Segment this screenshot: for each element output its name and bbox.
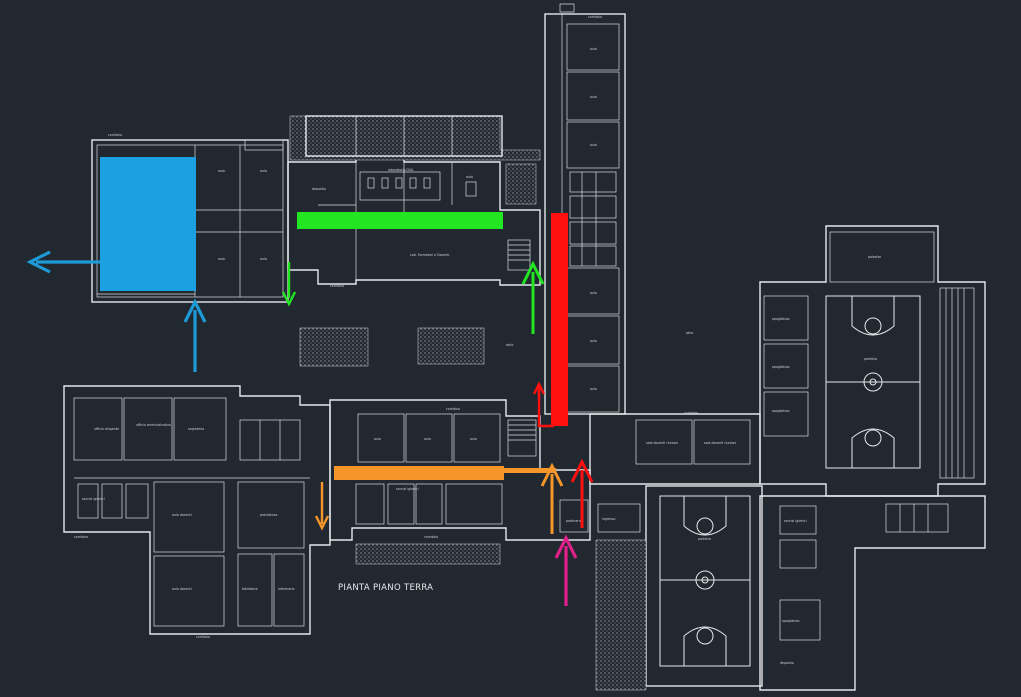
room-label: servizi igienici bbox=[82, 497, 105, 501]
red-connector bbox=[537, 388, 554, 428]
room-label: aula bbox=[470, 437, 477, 441]
room-label: aula docenti bbox=[172, 513, 192, 517]
area-label: atrio bbox=[686, 331, 693, 335]
room-label: corridoio bbox=[588, 15, 602, 19]
room-label: sala docenti riunioni bbox=[704, 441, 736, 445]
blue-arrow-up bbox=[183, 298, 207, 372]
room-label: corridoio bbox=[424, 535, 438, 539]
room-label: Lab. Formatori e Docenti bbox=[410, 253, 450, 257]
room-label: aula bbox=[590, 95, 597, 99]
room-label: aula bbox=[260, 169, 267, 173]
room-label: servizi igienici bbox=[396, 487, 419, 491]
room-label: aula bbox=[218, 169, 225, 173]
room-label: corridoio bbox=[446, 407, 460, 411]
room-label: corridoio bbox=[684, 411, 698, 415]
plan-title: PIANTA PIANO TERRA bbox=[338, 583, 433, 593]
room-label: aula bbox=[590, 143, 597, 147]
orange-arrow-down bbox=[314, 482, 330, 531]
room-label: aula bbox=[590, 291, 597, 295]
room-label: palestra bbox=[868, 255, 881, 259]
south-gym: palestra bbox=[645, 485, 763, 687]
room-label: aula bbox=[590, 339, 597, 343]
south-central-wing: aula aula aula corridoio portineria serv… bbox=[329, 399, 591, 541]
room-label: deposito bbox=[780, 661, 794, 665]
room-label: spogliatoio bbox=[782, 619, 799, 623]
room-label: aula bbox=[590, 387, 597, 391]
connecting-wing: sala docenti riunioni sala docenti riuni… bbox=[589, 411, 761, 533]
blue-arrow-left bbox=[26, 250, 100, 274]
room-label: corridoio bbox=[330, 284, 344, 288]
room-label: ingresso bbox=[602, 517, 615, 521]
room-label: aula bbox=[424, 437, 431, 441]
room-label: ufficio dirigente bbox=[94, 427, 119, 431]
room-label: aula bbox=[590, 47, 597, 51]
room-label: aula bbox=[374, 437, 381, 441]
room-label: spogliatoio bbox=[772, 365, 789, 369]
garden-south bbox=[355, 543, 501, 565]
green-arrow-down bbox=[281, 262, 297, 307]
room-label: aula docenti bbox=[172, 587, 192, 591]
room-label: presidenza bbox=[260, 513, 277, 517]
east-gym: palestra palestra spogliatoio spogliatoi… bbox=[759, 225, 986, 497]
room-label: aula bbox=[260, 257, 267, 261]
orange-route-bar bbox=[334, 466, 504, 480]
room-label: palestra bbox=[864, 357, 877, 361]
room-label: aula bbox=[218, 257, 225, 261]
garden-small bbox=[505, 163, 537, 205]
room-label: biblioteca bbox=[242, 587, 258, 591]
room-label: corridoio bbox=[74, 535, 88, 539]
room-label: laboratorio DSA bbox=[388, 168, 414, 172]
room-label: aula bbox=[466, 175, 473, 179]
room-label: palestra bbox=[698, 537, 711, 541]
red-arrow-up-small bbox=[532, 381, 546, 396]
room-label: portineria bbox=[566, 519, 582, 523]
red-arrow-up bbox=[570, 458, 594, 528]
room-label: ufficio amministrativo bbox=[136, 423, 171, 427]
room-label: corridoio bbox=[108, 133, 122, 137]
room-label: infermeria bbox=[278, 587, 295, 591]
garden-courtyard-2 bbox=[417, 327, 485, 365]
red-route-bar bbox=[551, 213, 568, 426]
orange-route-extension bbox=[500, 468, 556, 473]
room-label: spogliatoio bbox=[772, 317, 789, 321]
garden-courtyard-1 bbox=[299, 327, 369, 367]
garden-southwest-gym bbox=[595, 539, 647, 691]
room-label: spogliatoio bbox=[772, 409, 789, 413]
room-label: servizi igienici bbox=[784, 519, 807, 523]
magenta-arrow-up bbox=[554, 534, 578, 606]
room-label: segreteria bbox=[188, 427, 204, 431]
room-label: corridoio bbox=[196, 635, 210, 639]
south-west-wing: ufficio dirigente ufficio amministrativo… bbox=[63, 385, 331, 639]
green-route-bar bbox=[297, 212, 503, 229]
room-label: sala docenti riunioni bbox=[646, 441, 678, 445]
evacuation-routes bbox=[26, 212, 594, 606]
east-annex: servizi igienici spogliatoio deposito bbox=[759, 495, 986, 691]
room-label: deposito bbox=[312, 187, 326, 191]
green-arrow-up bbox=[521, 260, 545, 334]
area-label: atrio bbox=[506, 343, 513, 347]
orange-arrow-up bbox=[540, 462, 564, 534]
pool-area bbox=[100, 157, 196, 291]
